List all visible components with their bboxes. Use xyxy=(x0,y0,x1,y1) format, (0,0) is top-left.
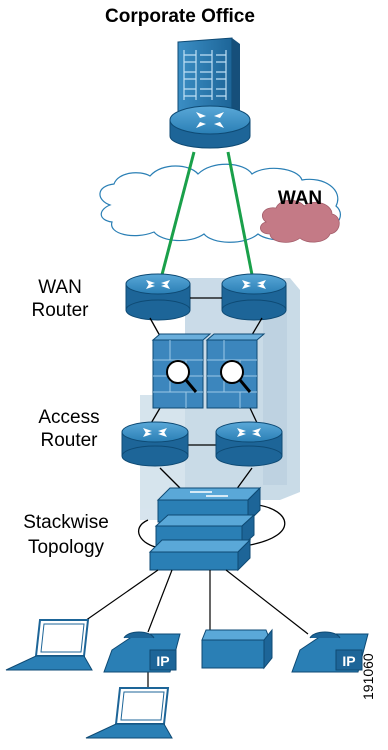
access-router-right-icon xyxy=(215,421,283,467)
access-router-label-line2: Router xyxy=(40,430,98,451)
stack-switch-bottom-icon xyxy=(148,538,252,572)
stackwise-label-line1: Stackwise xyxy=(23,512,109,533)
wan-router-label: WAN Router xyxy=(10,276,110,322)
ip-phone-right-label: IP xyxy=(342,653,355,669)
ip-phone-right-icon: IP xyxy=(291,631,369,673)
wan-router-left-icon xyxy=(125,273,191,321)
printer-icon xyxy=(201,628,273,670)
wan-router-label-line1: WAN xyxy=(38,277,82,298)
wan-links xyxy=(156,151,257,291)
access-router-label-line1: Access xyxy=(38,407,100,428)
ip-phone-left-icon: IP xyxy=(103,631,181,673)
figure-id: 191060 xyxy=(360,653,376,700)
laptop-icon xyxy=(5,619,93,671)
private-wan-cloud xyxy=(260,199,340,243)
stackwise-label: Stackwise Topology xyxy=(2,510,130,560)
stackwise-label-line2: Topology xyxy=(27,537,105,558)
wan-cloud-label: WAN xyxy=(278,188,322,209)
wan-router-label-line2: Router xyxy=(31,300,89,321)
firewall-right-icon xyxy=(205,333,266,409)
access-router-left-icon xyxy=(121,421,189,467)
firewall-left-icon xyxy=(151,333,212,409)
corporate-router-icon xyxy=(169,105,251,149)
diagram-title: Corporate Office xyxy=(105,6,255,27)
ip-phone-left-label: IP xyxy=(156,653,169,669)
wan-router-right-icon xyxy=(221,273,287,321)
building-icon xyxy=(177,37,240,126)
access-router-label: Access Router xyxy=(14,406,124,452)
laptop-bottom-icon xyxy=(85,687,173,739)
